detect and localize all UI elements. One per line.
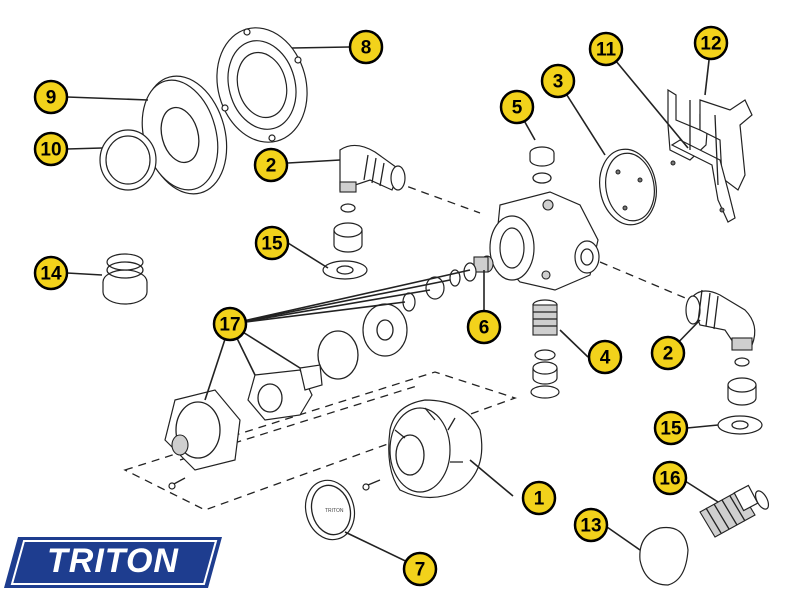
- part-15-washer-stack-left: [322, 203, 368, 280]
- svg-text:15: 15: [660, 419, 682, 440]
- part-14-ring: [102, 253, 148, 305]
- part-9-concealing-plate: [141, 75, 228, 195]
- callout-9: 9: [33, 79, 69, 115]
- callout-5: 5: [499, 89, 535, 125]
- svg-text:16: 16: [659, 469, 680, 490]
- part-13-oval-cap: [639, 526, 689, 586]
- callout-6: 6: [466, 309, 502, 345]
- part-1-control-knob: [362, 399, 483, 499]
- svg-text:14: 14: [40, 264, 62, 285]
- callout-15-right: 15: [653, 410, 689, 446]
- part-11-12-mounting-brackets: [667, 88, 753, 223]
- svg-text:8: 8: [361, 38, 372, 59]
- callout-2-left: 2: [253, 147, 289, 183]
- valve-body: [489, 191, 600, 291]
- svg-text:TRITON: TRITON: [325, 508, 344, 514]
- svg-text:5: 5: [512, 98, 523, 119]
- part-8-flange-plate: [216, 27, 308, 143]
- part-5-cap: [529, 146, 555, 184]
- callout-3: 3: [540, 63, 576, 99]
- svg-text:12: 12: [700, 34, 721, 55]
- svg-text:2: 2: [663, 344, 674, 365]
- svg-text:13: 13: [580, 516, 601, 537]
- svg-text:2: 2: [266, 156, 277, 177]
- svg-text:6: 6: [479, 318, 490, 339]
- triton-logo: TRITON: [4, 537, 222, 588]
- callout-14: 14: [33, 255, 69, 291]
- svg-text:9: 9: [46, 88, 57, 109]
- callout-10: 10: [33, 131, 69, 167]
- callout-2-right: 2: [650, 335, 686, 371]
- svg-text:11: 11: [596, 40, 617, 61]
- svg-text:7: 7: [415, 560, 426, 581]
- callout-17: 17: [212, 306, 248, 342]
- svg-text:4: 4: [600, 348, 611, 369]
- svg-text:15: 15: [261, 234, 283, 255]
- callout-leader-lines: [66, 42, 719, 569]
- svg-text:10: 10: [40, 140, 61, 161]
- logo-text: TRITON: [47, 542, 179, 580]
- part-6-nut: [473, 255, 494, 273]
- callout-13: 13: [573, 507, 609, 543]
- part-3-back-plate: [599, 148, 657, 226]
- part-2-elbow-right: [685, 289, 756, 351]
- part-15-washer-stack-right: [717, 357, 763, 435]
- svg-text:17: 17: [219, 315, 240, 336]
- part-7-cap-disc: TRITON: [304, 479, 356, 541]
- part-4-fitting: [530, 299, 560, 399]
- callout-1: 1: [521, 480, 557, 516]
- callout-16: 16: [652, 460, 688, 496]
- assembly-guide-lines: [123, 181, 691, 511]
- part-10-shroud-ring: [99, 129, 157, 191]
- callout-11: 11: [588, 31, 624, 67]
- callout-12: 12: [693, 25, 729, 61]
- callout-4: 4: [587, 339, 623, 375]
- part-2-elbow-left: [339, 144, 406, 193]
- svg-text:3: 3: [553, 72, 564, 93]
- callout-8: 8: [348, 29, 384, 65]
- callout-15-left: 15: [254, 225, 290, 261]
- part-16-threaded-connector: [699, 484, 770, 538]
- svg-text:1: 1: [534, 489, 545, 510]
- callout-7: 7: [402, 551, 438, 587]
